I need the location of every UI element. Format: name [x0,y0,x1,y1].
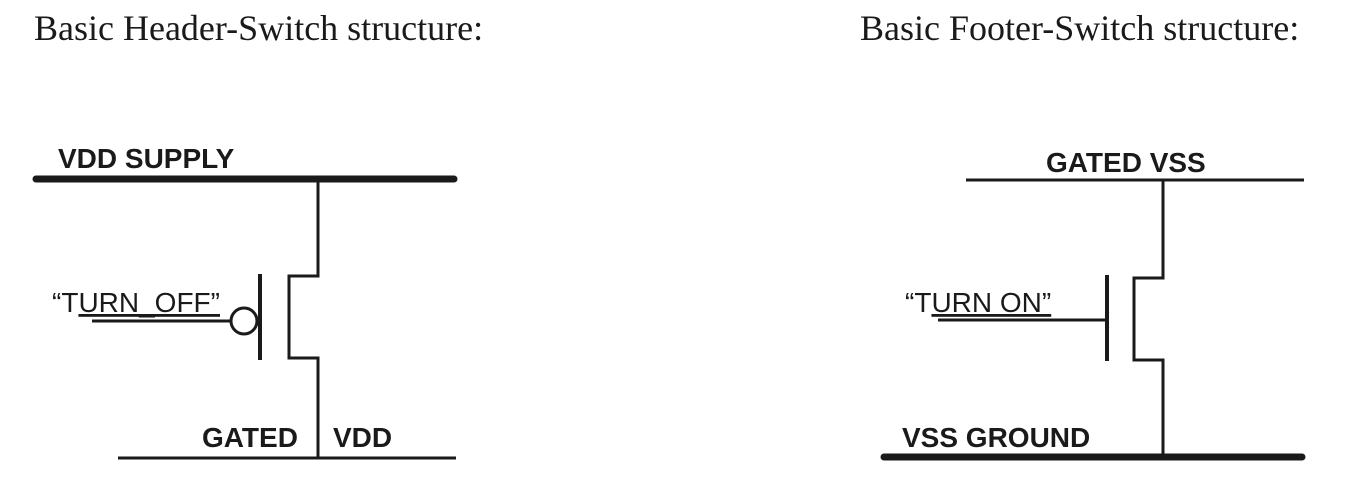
gated-vss-label: GATED VSS [1046,147,1206,178]
gated-vdd-label-left: GATED [202,422,298,453]
footer-switch-title: Basic Footer-Switch structure: [860,8,1299,48]
header-switch-diagram: Basic Header-Switch structure: VDD SUPPL… [32,8,483,460]
footer-transistor-channel-wire [1132,180,1165,457]
pmos-inversion-bubble [229,306,259,336]
vss-ground-label: VSS GROUND [902,422,1090,453]
vdd-supply-label: VDD SUPPLY [58,143,235,174]
gated-vdd-label-right: VDD [333,422,392,453]
footer-switch-diagram: Basic Footer-Switch structure: GATED VSS… [860,8,1306,461]
turn-on-signal-label: “TURN ON” [905,287,1051,318]
header-switch-title: Basic Header-Switch structure: [34,8,483,48]
header-transistor-channel-wire [287,179,320,458]
turn-off-signal-label: “TURN_OFF” [52,287,220,318]
